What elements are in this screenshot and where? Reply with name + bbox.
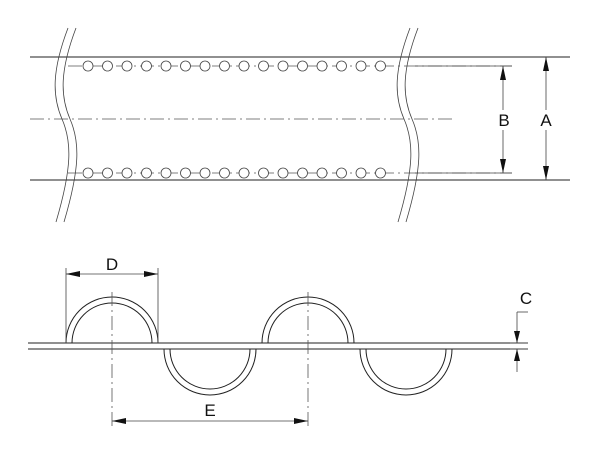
top-hole <box>160 60 172 72</box>
bottom-hole <box>238 167 250 179</box>
dimension-d-label: D <box>106 255 118 274</box>
bottom-hole <box>355 167 367 179</box>
top-hole <box>180 60 191 72</box>
dimension-d-arrow-right <box>144 271 158 277</box>
top-hole <box>375 60 386 72</box>
bottom-hole <box>102 167 113 179</box>
bottom-hole <box>316 167 328 179</box>
dimension-a-arrow-top <box>543 57 549 71</box>
lower-arc-1-inner <box>169 348 251 390</box>
top-hole <box>82 60 94 72</box>
bottom-hole-row <box>82 167 386 179</box>
dimension-c-arrow-bottom <box>514 349 520 361</box>
top-hole <box>238 60 250 72</box>
dimension-a-label: A <box>540 111 552 130</box>
bottom-hole <box>121 167 133 179</box>
dimension-a-label-bg <box>537 110 555 130</box>
bottom-hole <box>82 167 94 179</box>
bottom-hole <box>199 167 211 179</box>
dimension-b-label: B <box>498 111 509 130</box>
side-view: D E C <box>28 255 532 426</box>
dimension-b-label-bg <box>495 110 513 130</box>
dimension-c-arrow-top <box>514 331 520 343</box>
top-hole <box>121 60 133 72</box>
bottom-hole <box>297 167 308 179</box>
top-hole <box>199 60 211 72</box>
top-hole <box>316 60 328 72</box>
top-view: B A <box>30 27 570 223</box>
top-hole <box>141 60 152 72</box>
top-hole <box>219 60 230 72</box>
left-break-line-outer <box>54 27 70 223</box>
top-hole <box>102 60 113 72</box>
dimension-b-arrow-bottom <box>500 159 506 173</box>
dimension-c-label: C <box>520 289 532 308</box>
dimension-e-arrow-left <box>112 418 126 424</box>
left-break-line-inner <box>62 27 78 223</box>
bottom-hole <box>219 167 230 179</box>
lower-arc-2-inner <box>365 348 447 390</box>
dimension-e-label: E <box>204 401 215 420</box>
top-hole <box>355 60 367 72</box>
top-hole <box>336 60 347 72</box>
top-hole <box>277 60 289 72</box>
lower-arc-1-outer <box>163 348 257 396</box>
bottom-hole <box>375 167 386 179</box>
lower-arc-2-outer <box>359 348 453 396</box>
right-break-line-inner <box>404 27 420 223</box>
bottom-hole <box>160 167 172 179</box>
dimension-e-arrow-right <box>294 418 308 424</box>
bottom-hole <box>277 167 289 179</box>
dimension-a-arrow-bottom <box>543 166 549 180</box>
top-hole-row <box>82 60 386 72</box>
bottom-hole <box>336 167 347 179</box>
bottom-hole <box>141 167 152 179</box>
bottom-hole <box>258 167 269 179</box>
top-hole <box>258 60 269 72</box>
dimension-b-arrow-top <box>500 66 506 80</box>
top-hole <box>297 60 308 72</box>
dimension-d-arrow-left <box>66 271 80 277</box>
bottom-hole <box>180 167 191 179</box>
right-break-line-outer <box>396 27 412 223</box>
